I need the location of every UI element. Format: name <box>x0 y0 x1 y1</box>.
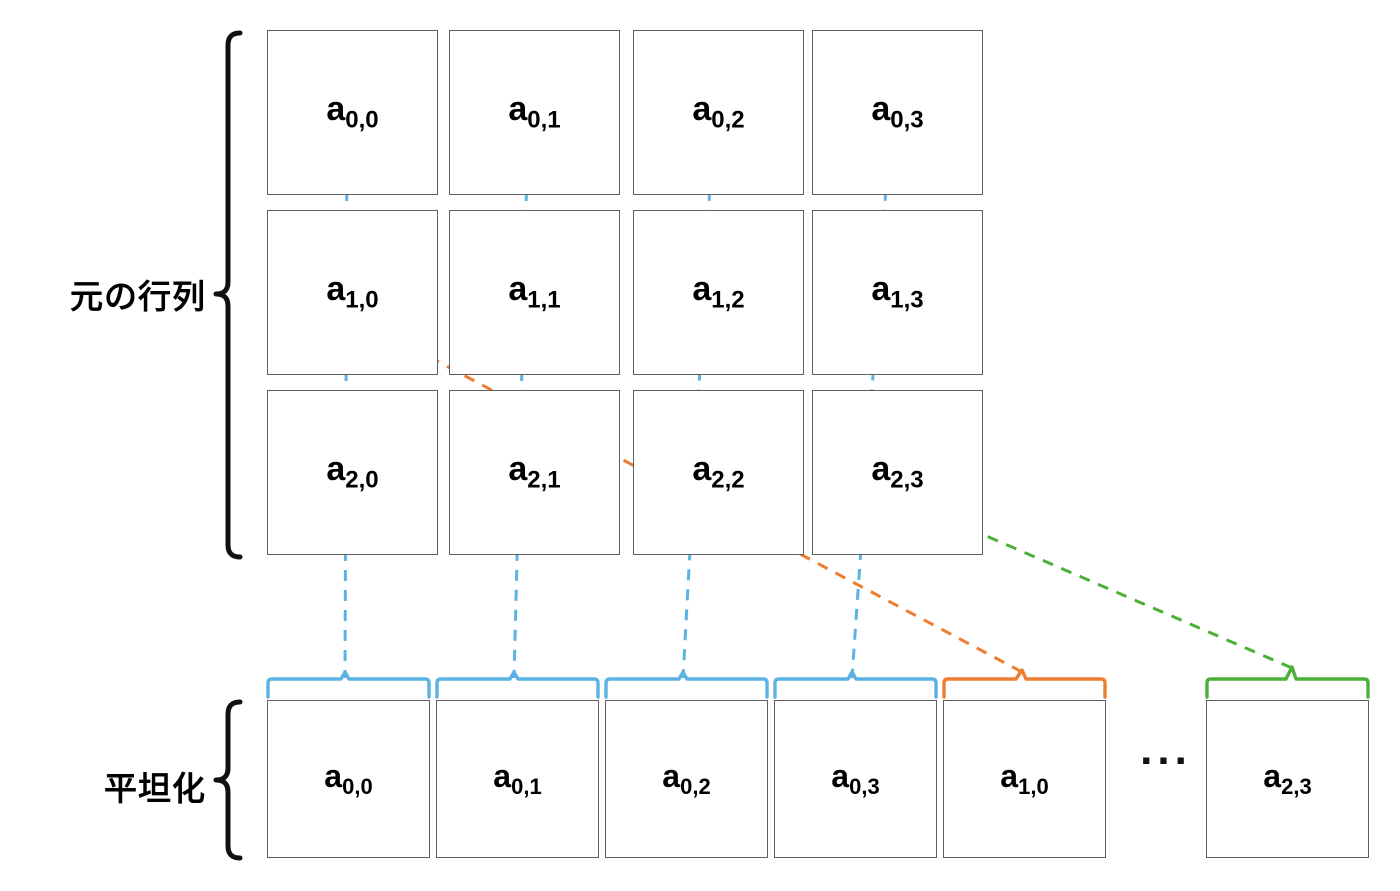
matrix-cell-0-2[interactable]: a0,2 <box>633 30 804 195</box>
matrix-cell-2-1[interactable]: a2,1 <box>449 390 620 555</box>
flat-cell-last[interactable]: a2,3 <box>1206 700 1369 858</box>
cell-sub: 0,1 <box>511 774 542 800</box>
cell-sub: 2,0 <box>345 466 379 494</box>
matrix-cell-1-2[interactable]: a1,2 <box>633 210 804 375</box>
cell-base: a <box>508 270 528 309</box>
matrix-cell-label: a0,0 <box>326 92 378 133</box>
cell-base: a <box>692 450 712 489</box>
bracket-flat-5 <box>1205 665 1370 699</box>
cell-sub: 0,0 <box>345 106 379 134</box>
flat-cell-label: a0,0 <box>324 760 372 798</box>
matrix-cell-0-1[interactable]: a0,1 <box>449 30 620 195</box>
flat-cell-1[interactable]: a0,1 <box>436 700 599 858</box>
label-flattened: 平坦化 <box>104 770 206 807</box>
matrix-cell-0-3[interactable]: a0,3 <box>812 30 983 195</box>
cell-base: a <box>831 757 850 794</box>
matrix-cell-1-3[interactable]: a1,3 <box>812 210 983 375</box>
matrix-cell-label: a0,1 <box>508 92 560 133</box>
matrix-cell-label: a0,3 <box>871 92 923 133</box>
matrix-cell-2-0[interactable]: a2,0 <box>267 390 438 555</box>
cell-sub: 2,1 <box>527 466 561 494</box>
cell-sub: 0,3 <box>849 774 880 800</box>
cell-sub: 2,3 <box>1281 774 1312 800</box>
matrix-cell-label: a2,3 <box>871 452 923 493</box>
cell-base: a <box>871 450 891 489</box>
cell-base: a <box>508 450 528 489</box>
bracket-flat-4 <box>942 668 1107 699</box>
matrix-cell-label: a2,2 <box>692 452 744 493</box>
matrix-cell-2-2[interactable]: a2,2 <box>633 390 804 555</box>
matrix-cell-1-1[interactable]: a1,1 <box>449 210 620 375</box>
flat-cell-label: a0,3 <box>831 760 879 798</box>
flat-cell-label: a0,2 <box>662 760 710 798</box>
flat-cell-label: a2,3 <box>1263 760 1311 798</box>
cell-sub: 1,0 <box>345 286 379 314</box>
cell-base: a <box>326 270 346 309</box>
cell-base: a <box>871 270 891 309</box>
matrix-cell-label: a1,1 <box>508 272 560 313</box>
matrix-cell-label: a0,2 <box>692 92 744 133</box>
flatten-brackets <box>266 665 1370 699</box>
cell-sub: 0,2 <box>680 774 711 800</box>
brace-flattened <box>213 699 243 861</box>
matrix-cell-label: a1,3 <box>871 272 923 313</box>
cell-sub: 1,3 <box>890 286 924 314</box>
cell-sub: 2,2 <box>711 466 745 494</box>
flatten-ellipsis: ... <box>1140 725 1192 774</box>
cell-base: a <box>1000 757 1019 794</box>
flat-cell-0[interactable]: a0,0 <box>267 700 430 858</box>
matrix-cell-2-3[interactable]: a2,3 <box>812 390 983 555</box>
flat-cell-4[interactable]: a1,0 <box>943 700 1106 858</box>
cell-sub: 0,2 <box>711 106 745 134</box>
bracket-flat-0 <box>266 670 431 699</box>
brace-original-matrix <box>213 30 243 560</box>
bracket-flat-1 <box>435 670 600 699</box>
cell-sub: 2,3 <box>890 466 924 494</box>
matrix-cell-1-0[interactable]: a1,0 <box>267 210 438 375</box>
matrix-cell-0-0[interactable]: a0,0 <box>267 30 438 195</box>
label-original-matrix: 元の行列 <box>70 278 206 315</box>
flat-cell-label: a1,0 <box>1000 760 1048 798</box>
cell-sub: 1,1 <box>527 286 561 314</box>
cell-sub: 0,0 <box>342 774 373 800</box>
flat-cell-2[interactable]: a0,2 <box>605 700 768 858</box>
cell-sub: 0,3 <box>890 106 924 134</box>
matrix-cell-label: a1,0 <box>326 272 378 313</box>
cell-base: a <box>508 90 528 129</box>
cell-sub: 1,0 <box>1018 774 1049 800</box>
bracket-flat-2 <box>604 670 769 699</box>
cell-base: a <box>692 270 712 309</box>
flat-cell-3[interactable]: a0,3 <box>774 700 937 858</box>
cell-sub: 0,1 <box>527 106 561 134</box>
cell-base: a <box>662 757 681 794</box>
cell-base: a <box>493 757 512 794</box>
matrix-cell-label: a2,1 <box>508 452 560 493</box>
bracket-flat-3 <box>773 670 938 699</box>
cell-sub: 1,2 <box>711 286 745 314</box>
cell-base: a <box>871 90 891 129</box>
cell-base: a <box>326 450 346 489</box>
cell-base: a <box>324 757 343 794</box>
matrix-cell-label: a2,0 <box>326 452 378 493</box>
cell-base: a <box>692 90 712 129</box>
flat-cell-label: a0,1 <box>493 760 541 798</box>
cell-base: a <box>326 90 346 129</box>
cell-base: a <box>1263 757 1282 794</box>
matrix-cell-label: a1,2 <box>692 272 744 313</box>
